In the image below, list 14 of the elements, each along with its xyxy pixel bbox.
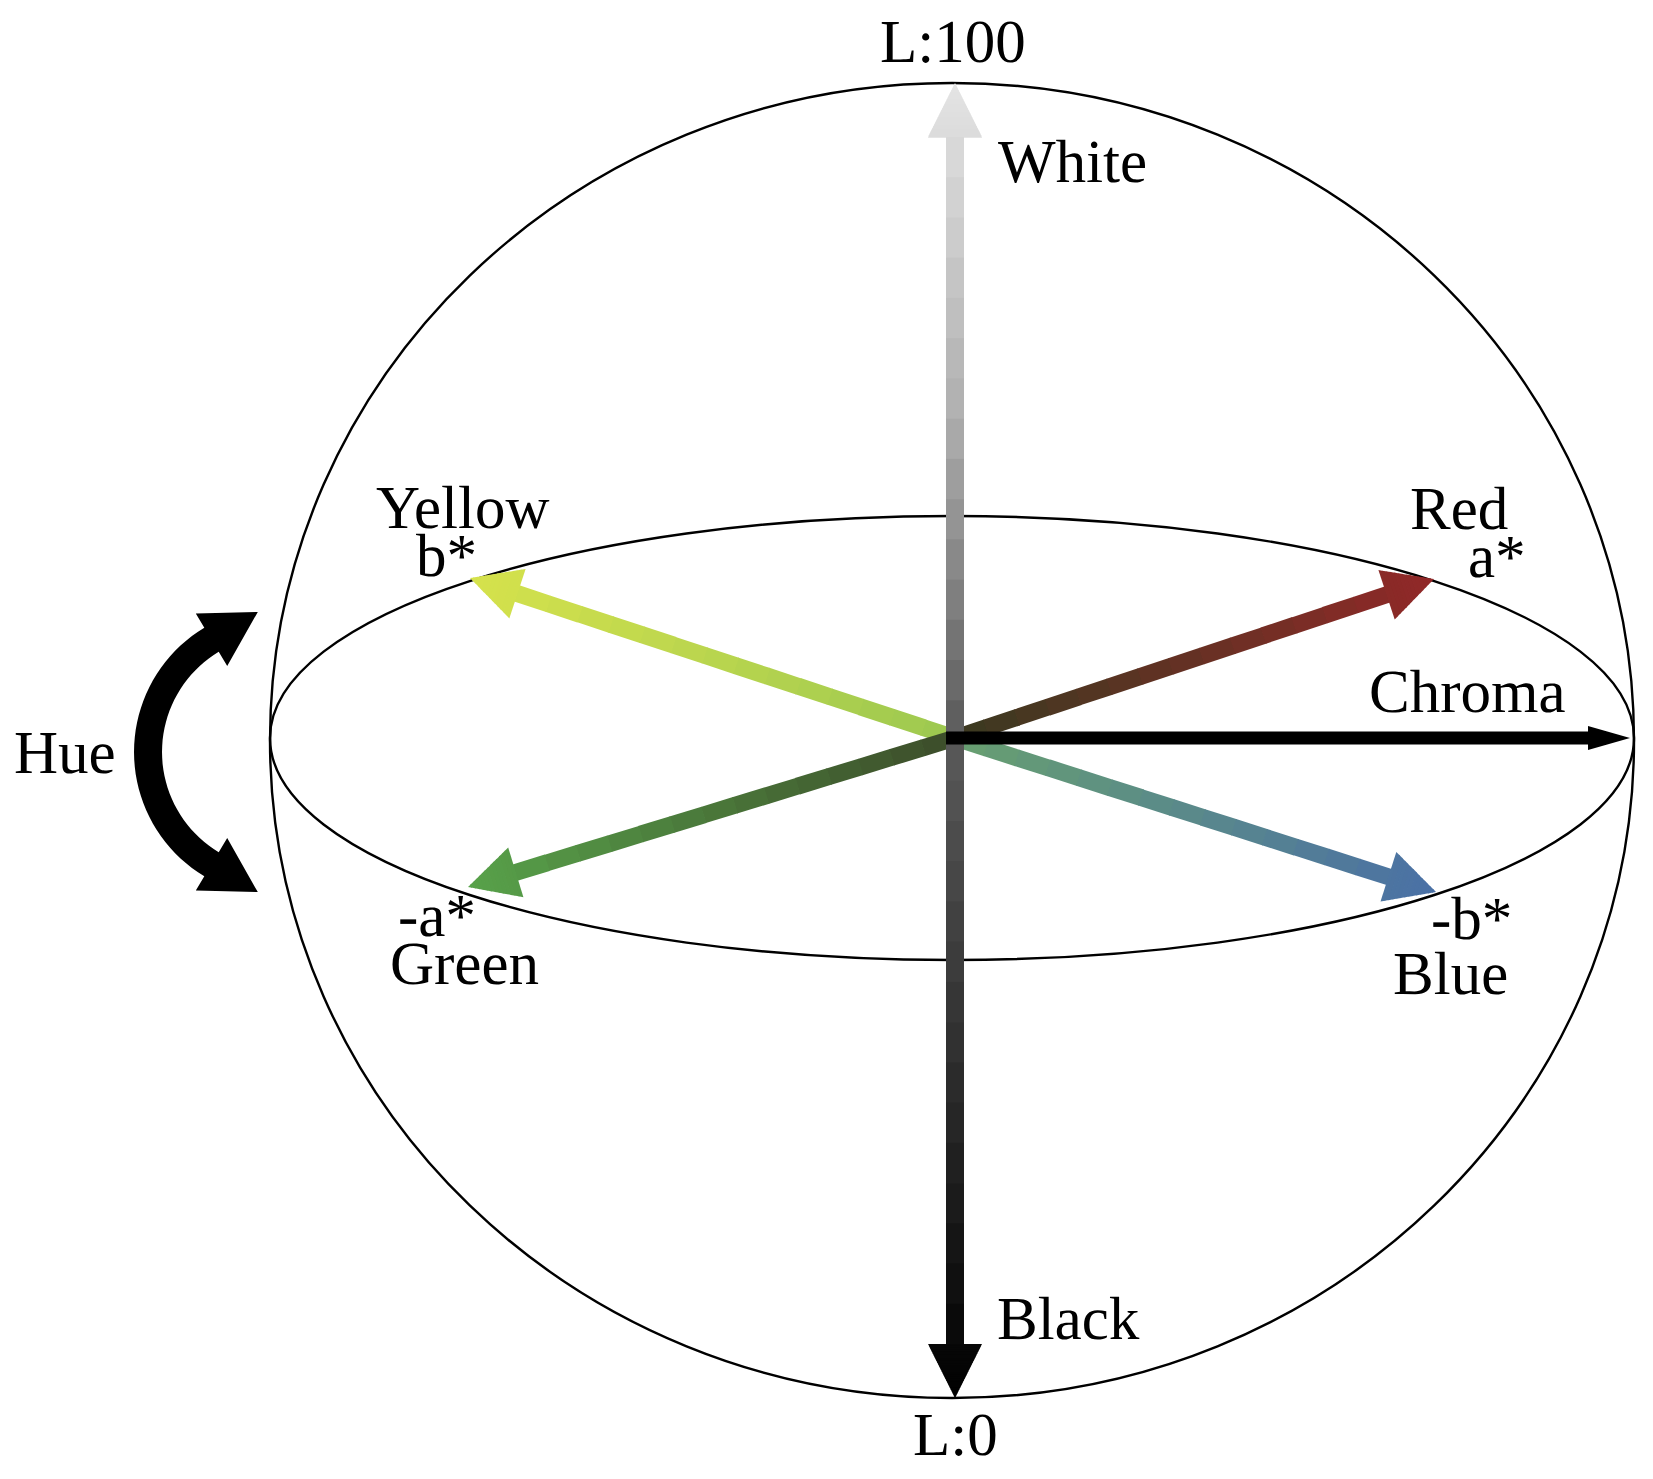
axis-label: -a* xyxy=(400,896,473,937)
axis-label: a* xyxy=(1470,537,1523,578)
direction-label: Hue xyxy=(15,733,114,774)
end-label: Yellow xyxy=(376,485,550,529)
axis-label: b* xyxy=(416,533,475,577)
end-label: Green xyxy=(392,943,539,985)
end-label: Black xyxy=(998,1296,1140,1340)
axis-label: L:100 xyxy=(881,21,1024,63)
end-label: White xyxy=(998,139,1145,183)
axis-label: -b* xyxy=(1433,896,1510,940)
axis-label: L:0 xyxy=(914,1414,996,1456)
end-label: Blue xyxy=(1394,951,1507,995)
end-label: Red xyxy=(1411,486,1508,530)
direction-label: Chroma xyxy=(1371,669,1565,713)
